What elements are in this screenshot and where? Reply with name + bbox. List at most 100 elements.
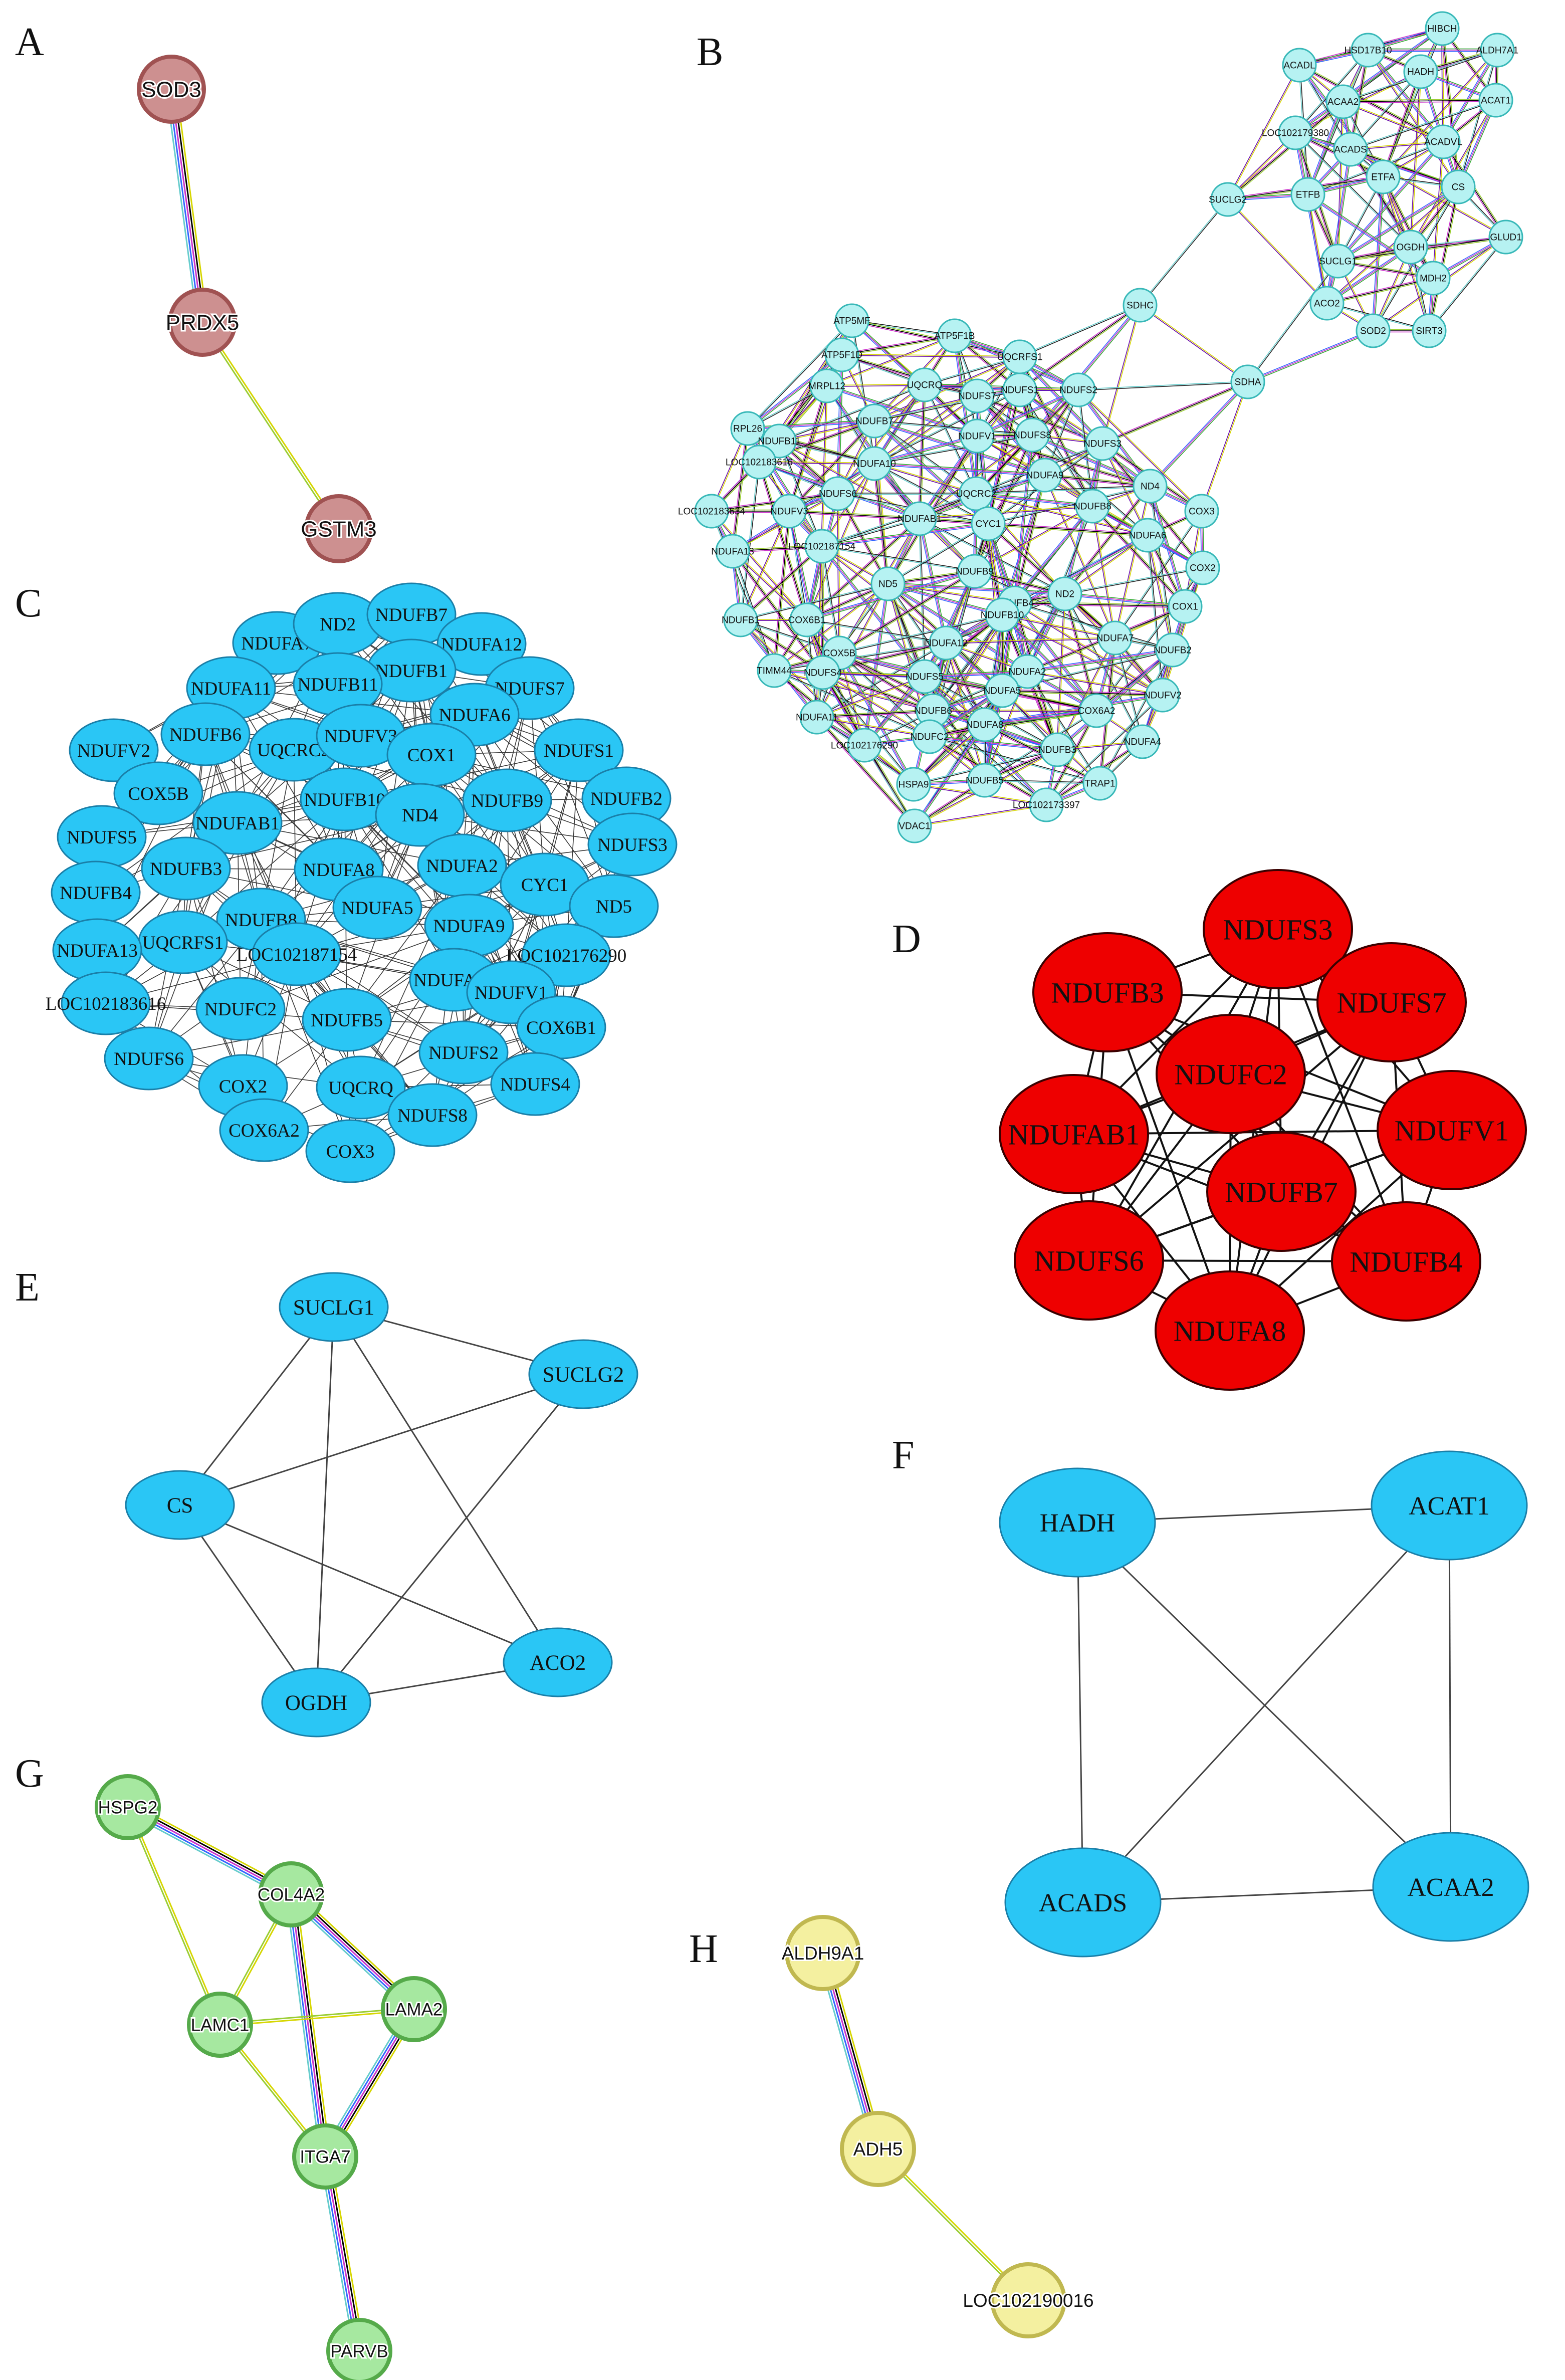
node-ndufb3: NDUFB3	[1032, 932, 1183, 1052]
node-label: UQCRQ	[907, 380, 943, 391]
node-label: NDUFC2	[1174, 1058, 1287, 1091]
node-ndufs6: NDUFS6	[819, 476, 857, 511]
node-vdac1: VDAC1	[897, 808, 932, 843]
node-label: SUCLG1	[293, 1296, 374, 1320]
node-label: NDUFB7	[1225, 1176, 1338, 1208]
node-loc102187154: LOC102187154	[237, 922, 357, 986]
edge	[838, 652, 935, 712]
node-ndufv3: NDUFV3	[316, 704, 406, 768]
node-label: NDUFA10	[853, 459, 896, 470]
edge	[315, 1374, 584, 1703]
edge	[1014, 601, 1186, 608]
node-sod2: SOD2	[1356, 313, 1391, 348]
edge	[953, 335, 978, 495]
panel-label: H	[689, 1927, 718, 1971]
node-label: COL4A2	[258, 1885, 325, 1904]
node-cox6b1: COX6B1	[788, 602, 825, 637]
node-glud1: GLUD1	[1488, 220, 1523, 255]
node-ndufa9: NDUFA9	[424, 894, 514, 958]
node-ndufb9: NDUFB9	[462, 768, 552, 832]
node-ndufs8: NDUFS8	[1013, 417, 1051, 453]
node-label: ND5	[596, 897, 632, 917]
node-uqcrfs1: UQCRFS1	[997, 339, 1042, 374]
node-acadl: ACADL	[1282, 48, 1317, 83]
node-acads: ACADS	[1004, 1847, 1162, 1958]
node-label: NDUFS3	[1223, 913, 1332, 946]
edge	[837, 492, 977, 495]
node-loc102179380: LOC102179380	[1262, 115, 1329, 150]
node-label: LOC102183634	[678, 507, 746, 517]
node-label: NDUFS6	[819, 489, 857, 500]
node-label: NDUFV1	[475, 983, 548, 1003]
node-label: NDUFB2	[590, 789, 662, 809]
panel-label: G	[15, 1752, 44, 1796]
node-atp5f1b: ATP5F1B	[935, 318, 975, 353]
node-sod3: SOD3	[137, 55, 206, 124]
node-sdhc: SDHC	[1123, 288, 1158, 323]
edge	[1247, 260, 1339, 383]
node-label: NDUFS2	[428, 1043, 499, 1063]
edge	[338, 670, 412, 870]
node-timm44: TIMM44	[757, 653, 792, 688]
node-label: MDH2	[1420, 274, 1447, 284]
node-label: ACAA2	[1327, 97, 1359, 108]
edge	[1343, 98, 1496, 104]
node-label: NDUFB5	[311, 1010, 383, 1031]
edge	[1014, 602, 1174, 651]
edge	[1139, 198, 1229, 306]
node-ndufa4: NDUFA4	[1124, 724, 1162, 759]
node-label: ALDH9A1	[782, 1943, 864, 1964]
node-label: LOC102183616	[726, 458, 793, 468]
node-label: NDUFB9	[471, 791, 543, 811]
node-label: COX6A2	[1078, 706, 1115, 717]
node-label: HSD17B10	[1344, 46, 1392, 56]
edge	[740, 619, 840, 654]
edge	[1147, 535, 1164, 696]
node-label: NDUFA7	[1096, 633, 1134, 644]
edge	[1149, 486, 1174, 651]
node-label: GSTM3	[301, 517, 377, 541]
node-label: NDUFA13	[57, 941, 138, 961]
node-label: NDUFA8	[1174, 1315, 1286, 1347]
node-ndufa2: NDUFA2	[1009, 654, 1046, 689]
edge	[862, 583, 890, 746]
node-label: NDUFB7	[375, 605, 448, 625]
node-label: NDUFA6	[438, 705, 510, 726]
node-label: NDUFS3	[1083, 439, 1122, 450]
edge	[874, 462, 1045, 477]
node-label: NDUFV1	[1395, 1114, 1509, 1147]
edge	[1149, 380, 1249, 488]
edge	[1076, 1522, 1084, 1903]
node-label: HSPA9	[899, 780, 929, 790]
edge	[179, 1504, 317, 1703]
node-label: NDUFB10	[304, 790, 385, 810]
node-ndufv1: NDUFV1	[1377, 1070, 1527, 1190]
node-ndufb2: NDUFB2	[1154, 632, 1192, 668]
node-label: SUCLG2	[543, 1363, 624, 1387]
node-label: SDHA	[1235, 377, 1261, 388]
panel-label: B	[697, 30, 723, 74]
node-label: NDUFA11	[796, 713, 838, 723]
node-label: NDUFAB1	[1008, 1118, 1140, 1151]
node-adh5: ADH5	[840, 2111, 916, 2187]
panel-label: D	[892, 917, 921, 961]
node-label: HIBCH	[1427, 24, 1457, 35]
node-ndufa2: NDUFA2	[417, 833, 507, 898]
edge	[261, 754, 432, 920]
edge	[773, 583, 889, 672]
node-label: NDUFS5	[906, 672, 944, 683]
node-label: ND2	[320, 614, 356, 635]
node-ndufa8: NDUFA8	[1155, 1270, 1305, 1391]
node-ogdh: OGDH	[261, 1667, 371, 1738]
edge	[1091, 505, 1187, 608]
edge	[1076, 1522, 1452, 1888]
edge	[1342, 101, 1444, 143]
node-label: NDUFB8	[1073, 502, 1111, 512]
node-label: NDUFS4	[804, 668, 842, 679]
